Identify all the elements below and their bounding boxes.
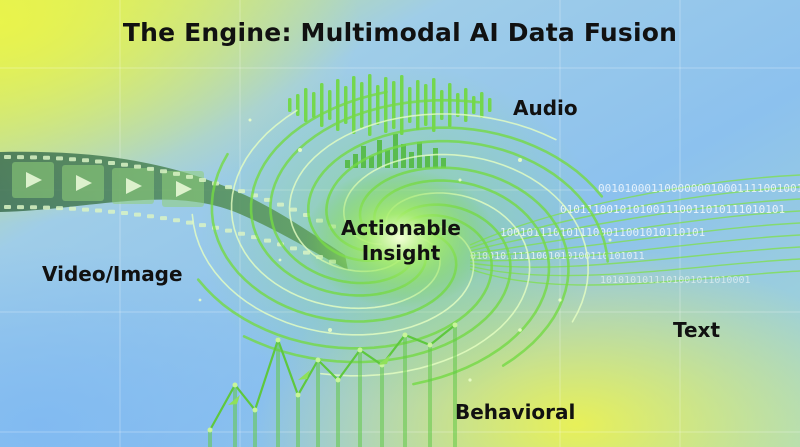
center-line-1: Actionable (341, 216, 461, 240)
video-image-label: Video/Image (42, 262, 183, 286)
text-label: Text (673, 318, 721, 342)
binary-line: 0101110010101001110011010111010101 (560, 203, 785, 216)
actionable-insight-label: Actionable Insight (318, 216, 484, 266)
sparkles (198, 118, 612, 382)
binary-line: 1010101011101001011010001 (600, 275, 751, 286)
behavioral-label: Behavioral (455, 400, 576, 424)
binary-stream-icon: 0010100011000000010001111001001 01011100… (470, 182, 800, 286)
binary-line: 1001011101011100011001010110101 (500, 226, 705, 239)
insight-core-glow (305, 168, 495, 308)
binary-line: 01001011111001010100110101011 (470, 251, 645, 262)
binary-line: 0010100011000000010001111001001 (598, 182, 800, 195)
audio-equalizer-icon (345, 134, 446, 168)
audio-label: Audio (513, 96, 578, 120)
behavioral-chart-icon (207, 322, 458, 447)
page-title: The Engine: Multimodal AI Data Fusion (122, 18, 678, 47)
center-line-2: Insight (361, 241, 441, 265)
